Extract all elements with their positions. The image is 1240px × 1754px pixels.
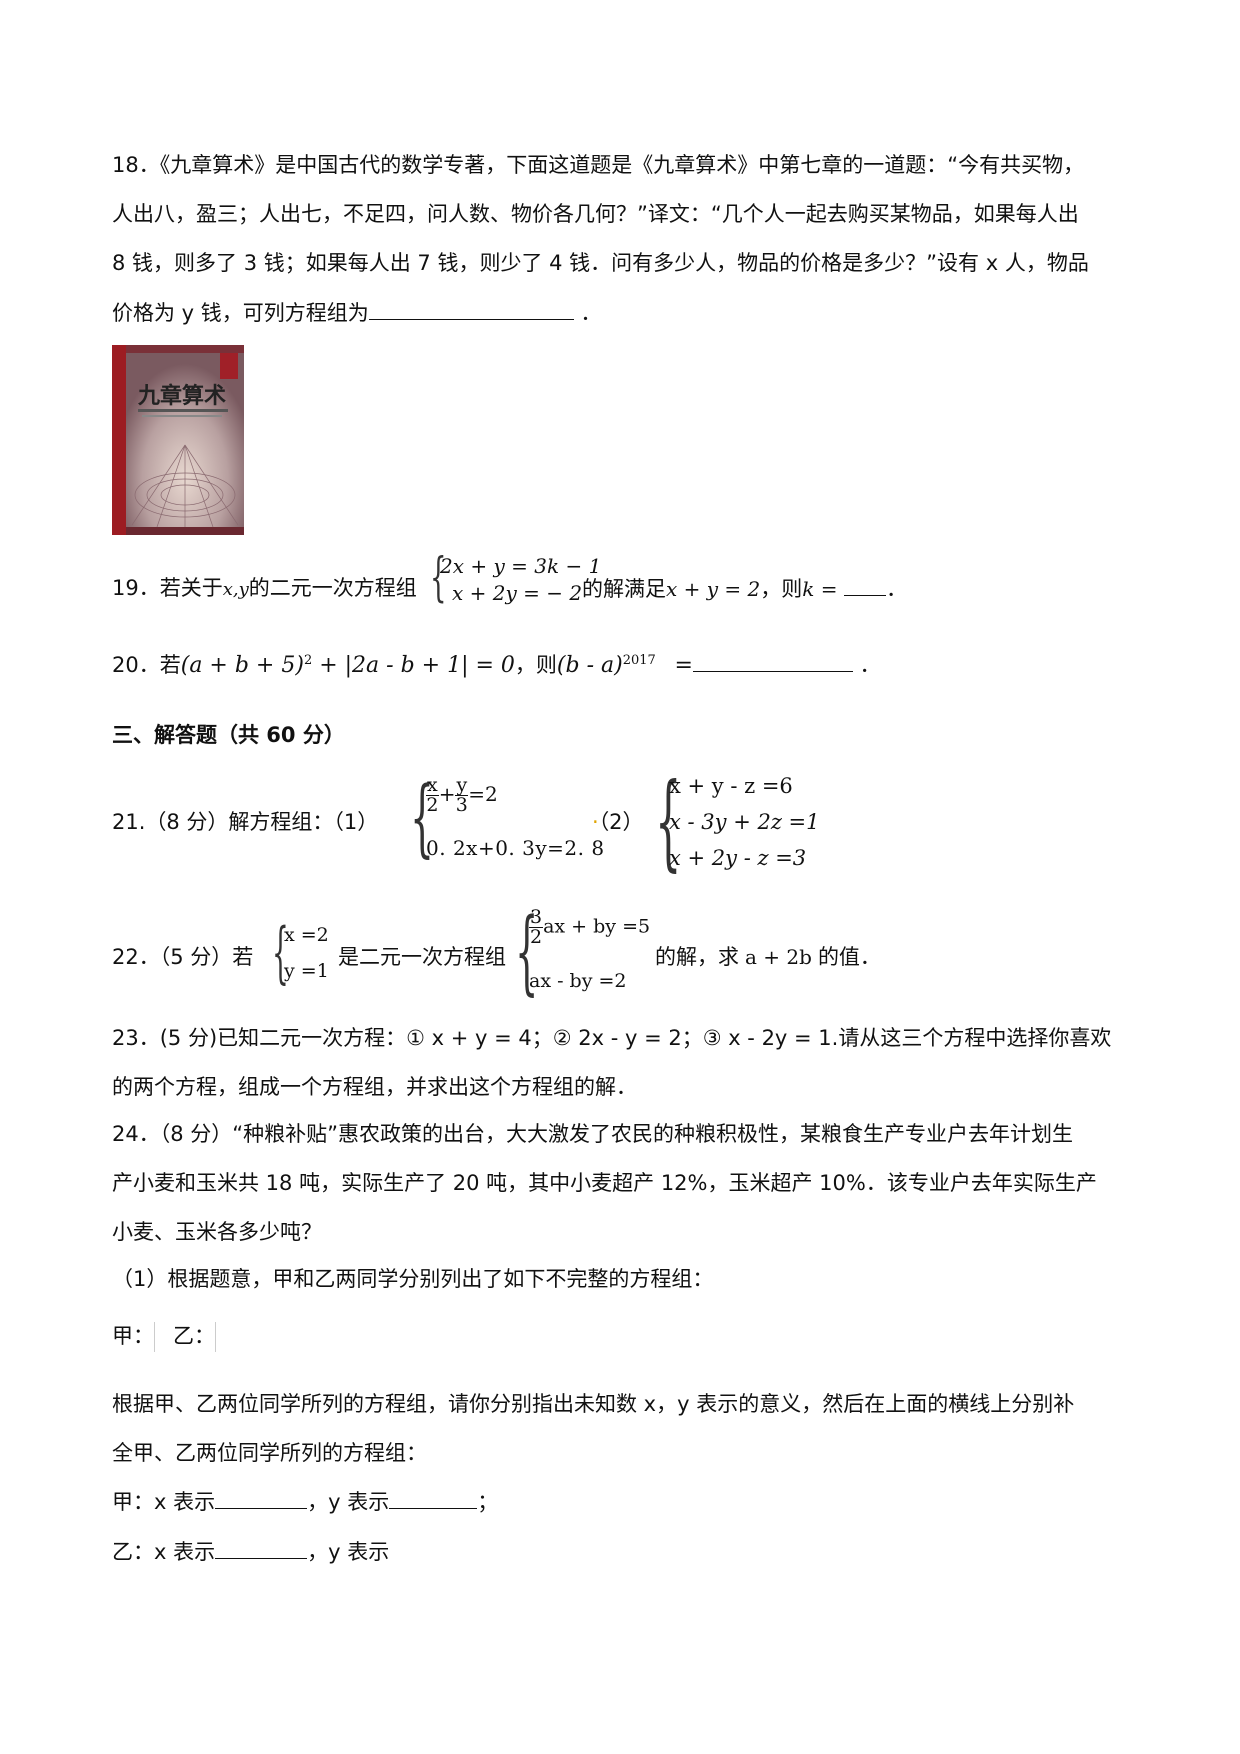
q21-s2-eq3: x + 2y - z =3	[669, 846, 807, 870]
q22-solution-system: { x =2 y =1	[272, 914, 332, 991]
q24-line-6: 根据甲、乙两位同学所列的方程组，请你分别指出未知数 x，y 表示的意义，然后在上…	[112, 1392, 1075, 1416]
q24-jia-yi-line: 甲： 乙：	[112, 1321, 230, 1352]
q19-brace: {	[430, 548, 447, 608]
q24-yi-x: 乙：x 表示	[112, 1540, 216, 1564]
q19-eq1: 2x + y = 3k − 1	[440, 554, 602, 578]
q22-f-den: 2	[530, 926, 543, 948]
q21-part2-text: （2）	[598, 810, 644, 834]
q21-s2-brace: {	[655, 760, 682, 882]
q20-expr3: (b - a)	[556, 653, 623, 678]
q22-end: 的值．	[817, 945, 881, 969]
q22-brace: {	[515, 898, 539, 1005]
q19-line-rest: 的解满足x + y = 2，则k = ．	[582, 573, 907, 604]
q21-system-2: { x + y - z =6 x - 3y + 2z =1 x + 2y - z…	[655, 760, 835, 882]
q19-prefix: 19．若关于	[112, 576, 223, 600]
q20-end: ．	[859, 653, 881, 677]
q20-eq: =	[674, 653, 693, 678]
q24-line-3: 小麦、玉米各多少吨？	[112, 1220, 322, 1244]
q19-equation-system: { 2x + y = 3k − 1 x + 2y = − 2	[430, 548, 601, 614]
q21-s1-brace: {	[410, 768, 435, 866]
q24-jia-x-blank[interactable]	[215, 1486, 308, 1509]
q23-line-2: 的两个方程，组成一个方程组，并求出这个方程组的解．	[112, 1075, 637, 1099]
q24-line-4: （1）根据题意，甲和乙两同学分别列出了如下不完整的方程组：	[112, 1267, 714, 1291]
q24-line-7: 全甲、乙两位同学所列的方程组：	[112, 1441, 427, 1465]
q21-prefix: 21.（8 分）解方程组：（1）	[112, 810, 379, 834]
q23-line-1: 23．(5 分)已知二元一次方程：① x + y = 4；② 2x - y = …	[112, 1026, 1112, 1050]
q21-s1-3: 3	[455, 794, 468, 816]
q21-s2-eq2: x - 3y + 2z =1	[669, 810, 820, 834]
q24-line-1: 24．（8 分）“种粮补贴”惠农政策的出台，大大激发了农民的种粮积极性，某粮食生…	[112, 1122, 1074, 1146]
q22-mid: 是二元一次方程组	[338, 945, 506, 969]
q24-jia-y-blank[interactable]	[389, 1486, 478, 1509]
q24-yi-label: 乙：	[173, 1324, 215, 1348]
q21-s1-plus: +	[438, 782, 456, 806]
q24-yi-x-blank[interactable]	[215, 1536, 308, 1559]
q21-s1-y: y	[455, 774, 469, 796]
q20-exp1: 2	[303, 653, 313, 668]
q24-yi-answer-line: 乙：x 表示 ，y 表示	[112, 1536, 389, 1567]
q22-eq1-rest: ax + by =5	[543, 915, 651, 938]
q22-sol2: y =1	[284, 960, 329, 982]
q20-expr1: (a + b + 5)	[180, 653, 304, 678]
q21-part2-label: ·（2）	[592, 810, 644, 834]
q18-line-3: 8 钱，则多了 3 钱；如果每人出 7 钱，则少了 4 钱．问有多少人，物品的价…	[112, 251, 1089, 275]
q24-jia-end: ；	[477, 1490, 499, 1514]
q20-answer-blank[interactable]	[692, 657, 853, 672]
q18-line-4-end: ．	[580, 301, 602, 325]
q22-sol-brace: {	[272, 914, 289, 991]
q19-mid: 的二元一次方程组	[248, 576, 417, 600]
q18-line-4: 价格为 y 钱，可列方程组为 ．	[112, 297, 601, 328]
q19-vars: x,y	[222, 579, 249, 600]
q24-jia-x: 甲：x 表示	[112, 1490, 216, 1514]
q22-prefix: 22．（5 分）若	[112, 945, 254, 969]
q21-s1-eq2: 0. 2x+0. 3y=2. 8	[426, 836, 605, 860]
q20-expr2: + |2a - b + 1| = 0	[312, 653, 515, 678]
q20-exp3: 2017	[622, 653, 656, 668]
q20-line: 20．若(a + b + 5)2 + |2a - b + 1| = 0，则(b …	[112, 646, 881, 681]
q24-jia-system-placeholder	[154, 1322, 169, 1352]
q18-line-4-text: 价格为 y 钱，可列方程组为	[112, 301, 369, 325]
q20-then: ，则	[514, 653, 557, 677]
q22-target: a + 2b	[745, 945, 812, 969]
q19-then: ，则	[760, 577, 803, 601]
q24-line-2: 产小麦和玉米共 18 吨，实际生产了 20 吨，其中小麦超产 12%，玉米超产 …	[112, 1171, 1097, 1195]
q21-s1-rhs: =2	[468, 782, 498, 806]
q22-after: 的解，求	[655, 945, 739, 969]
book-title: 九章算术	[137, 383, 226, 409]
q18-line-1: 18．《九章算术》是中国古代的数学专著，下面这道题是《九章算术》中第七章的一道题…	[112, 153, 1085, 177]
q19-answer-blank[interactable]	[844, 573, 887, 596]
q24-jia-y: ，y 表示	[307, 1490, 390, 1514]
q19-k: k =	[802, 577, 838, 601]
q19-eq2: x + 2y = − 2	[452, 581, 583, 605]
q21-s1-2: 2	[426, 794, 439, 816]
q18-answer-blank[interactable]	[368, 297, 574, 320]
section-3-title: 三、解答题（共 60 分）	[112, 723, 345, 747]
q21-s1-x: x	[426, 774, 439, 796]
q20-prefix: 20．若	[112, 653, 181, 677]
q22-sol1: x =2	[284, 924, 329, 946]
q19-line: 19．若关于x,y的二元一次方程组	[112, 573, 417, 605]
q24-jia-answer-line: 甲：x 表示 ，y 表示 ；	[112, 1486, 498, 1517]
q24-jia-label: 甲：	[112, 1324, 154, 1348]
q19-condition: x + y = 2	[666, 577, 761, 601]
q24-yi-y: ，y 表示	[307, 1540, 390, 1564]
q22-f-num: 3	[529, 906, 544, 928]
q18-line-2: 人出八，盈三；人出七，不足四，问人数、物价各几何？”译文：“几个人一起去购买某物…	[112, 202, 1079, 226]
q19-end: ．	[886, 577, 908, 601]
jiuzhang-book-cover-image: 九章算术	[112, 345, 244, 535]
q22-eq2: ax - by =2	[529, 970, 627, 992]
q19-after: 的解满足	[582, 577, 666, 601]
q21-s2-eq1: x + y - z =6	[669, 774, 793, 798]
q24-yi-system-placeholder	[215, 1322, 230, 1352]
